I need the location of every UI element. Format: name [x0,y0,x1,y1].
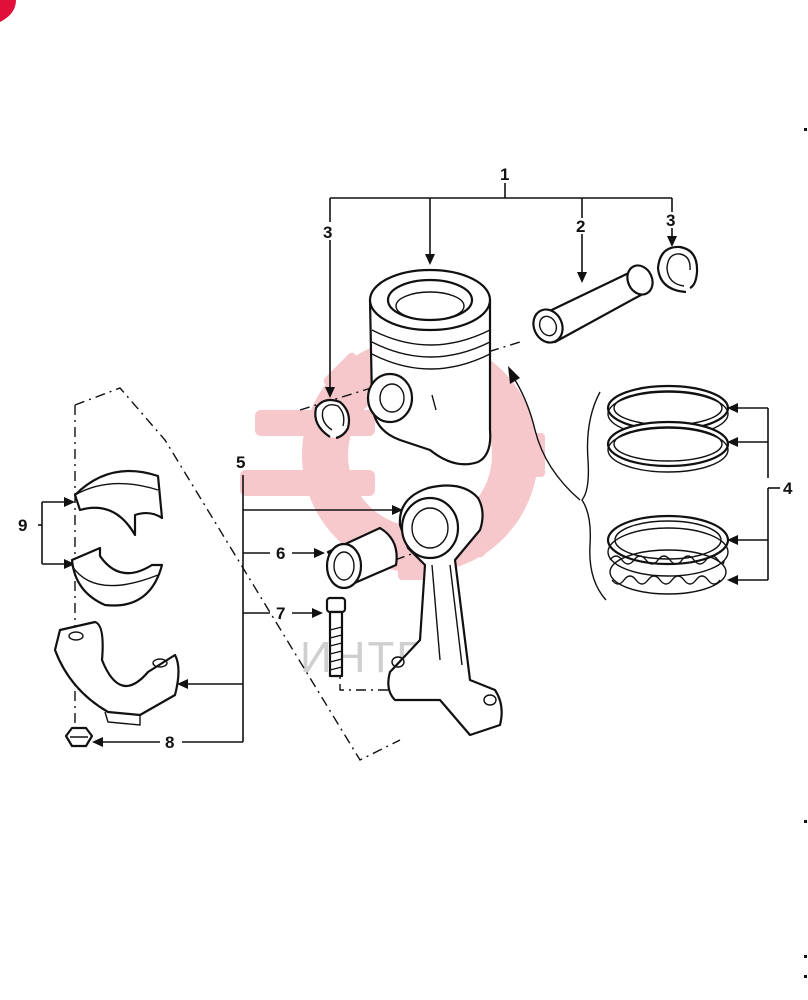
callout-3-left-leader [325,240,335,398]
callout-2: 2 [576,217,585,236]
install-arrow [511,374,581,501]
bearing-shell-lower [70,546,164,607]
compression-ring-second [606,420,730,473]
red-corner-mark-icon [0,0,16,22]
callout-6: 6 [276,544,285,563]
callout-3-left: 3 [323,223,332,242]
rod-nut [64,726,94,748]
callout-1-leader [329,183,673,265]
piston [366,268,492,466]
callout-9: 9 [18,516,27,535]
callout-8: 8 [165,733,174,752]
callout-1: 1 [500,165,509,184]
connecting-rod [387,484,503,737]
callout-5: 5 [236,453,245,472]
callout-7: 7 [276,604,285,623]
small-end-bushing [325,526,398,590]
install-arrow-head [508,366,520,384]
oil-control-ring [606,514,730,595]
callout-3-right-leader [667,228,677,247]
rod-cap [53,620,180,726]
callout-3-right: 3 [666,211,675,230]
callout-8-leader [92,737,243,747]
callout-5-cap-leader [177,679,243,689]
rod-bolt [325,596,347,678]
edge-marks [804,128,807,978]
callout-6-leader [243,548,325,558]
snap-ring-left [314,398,351,440]
bearing-shell-upper [73,469,164,537]
ring-group-brace [581,391,607,601]
callout-2-leader [577,234,587,283]
callout-9-leader [38,497,75,569]
callout-4-leader [727,403,780,585]
piston-pin [532,264,654,344]
callout-4: 4 [783,479,793,498]
snap-ring-right [656,245,699,294]
callout-5-leader [242,475,403,742]
callout-7-leader [243,608,323,618]
